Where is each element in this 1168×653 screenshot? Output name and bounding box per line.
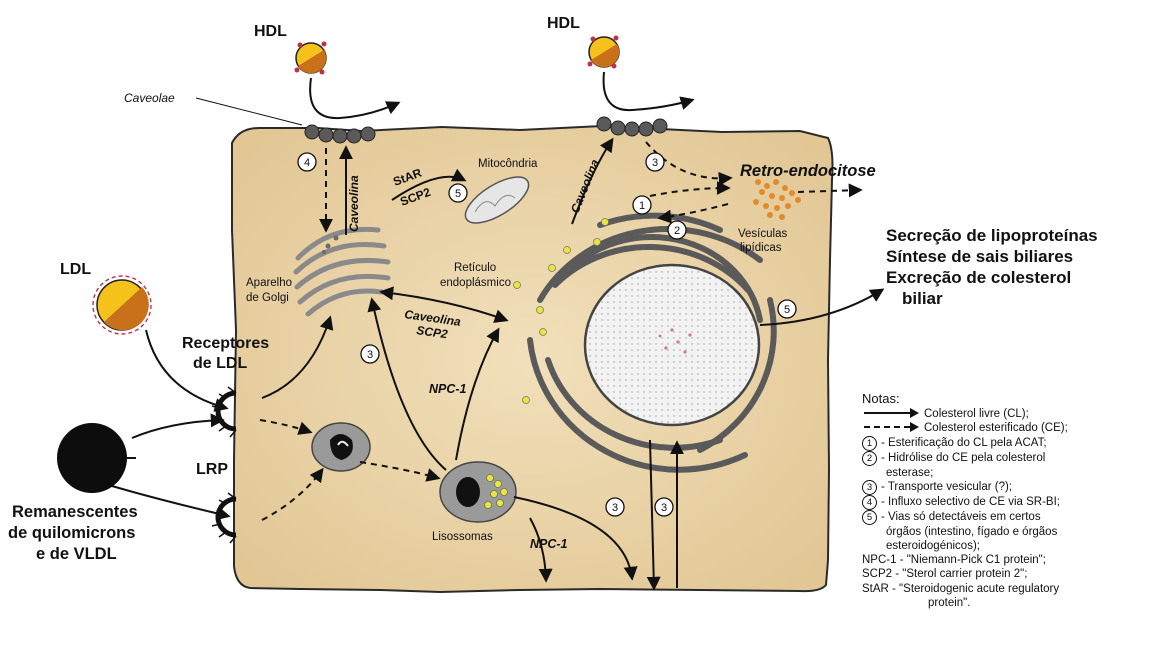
note-item: 3 - Transporte vesicular (?);	[862, 480, 1162, 495]
label-caveolae: Caveolae	[124, 91, 175, 105]
note-number: 1	[862, 436, 877, 451]
label-out-2: Síntese de sais biliares	[886, 247, 1073, 266]
label-ldl: LDL	[60, 261, 91, 278]
remnant-particle	[57, 423, 127, 493]
note-text: - Vias só detectáveis em certos	[881, 510, 1162, 524]
legend-dashed-text: Colesterol esterificado (CE);	[924, 421, 1162, 435]
label-npc1-lower: NPC-1	[530, 537, 568, 551]
hdl-particle-left	[295, 42, 327, 75]
label-npc1-upper: NPC-1	[429, 382, 467, 396]
note-text: - Influxo selectivo de CE via SR-BI;	[881, 495, 1162, 509]
label-reticulo-2: endoplásmico	[440, 277, 511, 289]
label-remanescentes-3: e de VLDL	[36, 545, 117, 563]
legend-dashed-row: Colesterol esterificado (CE);	[862, 421, 1162, 435]
abbr-npc1: NPC-1 - "Niemann-Pick C1 protein";	[862, 553, 1162, 567]
hdl-particle-right	[588, 36, 620, 69]
label-vesiculas-1: Vesículas	[738, 228, 787, 240]
endosome	[312, 423, 370, 471]
abbr-star-continuation: protein".	[862, 596, 1162, 610]
label-out-4: biliar	[902, 289, 943, 308]
note-continuation: órgãos (intestino, fígado e órgãos	[862, 525, 1162, 539]
marker-1: 1	[639, 200, 645, 212]
label-mitocondria: Mitocôndria	[478, 158, 538, 170]
marker-4-golgi: 4	[304, 157, 310, 169]
note-text: - Transporte vesicular (?);	[881, 480, 1162, 494]
label-lrp: LRP	[196, 461, 228, 478]
arrow-hdl-left	[310, 78, 398, 118]
arrow-remnant-to-ldlrec	[132, 420, 222, 438]
note-item: 4 - Influxo selectivo de CE via SR-BI;	[862, 495, 1162, 510]
label-aparelho-1: Aparelho	[246, 277, 292, 289]
note-item: 2 - Hidrólise do CE pela colesterol	[862, 451, 1162, 466]
notes-title: Notas:	[862, 392, 1162, 406]
note-text: - Hidrólise do CE pela colesterol	[881, 451, 1162, 465]
note-number: 2	[862, 451, 877, 466]
notes-legend: Notas: Colesterol livre (CL); Colesterol…	[862, 392, 1162, 610]
label-vesiculas-2: lipídicas	[740, 242, 782, 254]
marker-2: 2	[674, 225, 680, 237]
marker-3-golgi: 3	[367, 349, 373, 361]
note-item: 5 - Vias só detectáveis em certos	[862, 510, 1162, 525]
marker-3-right: 3	[661, 502, 667, 514]
label-receptores-1: Receptores	[182, 335, 269, 352]
label-retro-endocitose: Retro-endocitose	[740, 162, 876, 180]
lysosome	[440, 462, 516, 522]
note-number: 3	[862, 480, 877, 495]
note-number: 4	[862, 495, 877, 510]
arrow-hdl-right	[604, 72, 692, 110]
note-number: 5	[862, 510, 877, 525]
label-receptores-2: de LDL	[193, 355, 247, 372]
note-item: 1 - Esterificação do CL pela ACAT;	[862, 436, 1162, 451]
legend-solid-row: Colesterol livre (CL);	[862, 407, 1162, 421]
label-lisossomas: Lisossomas	[432, 531, 493, 543]
label-hdl-left: HDL	[254, 23, 287, 40]
ldl-receptor-pit	[218, 393, 236, 429]
label-reticulo-1: Retículo	[454, 262, 496, 274]
note-text: - Esterificação do CL pela ACAT;	[881, 436, 1162, 450]
marker-5-mito: 5	[455, 188, 461, 200]
nucleus	[585, 265, 759, 425]
caveolae-pointer	[196, 98, 302, 125]
label-caveolina-left: Caveolina	[347, 175, 361, 232]
marker-5-nucleus: 5	[784, 304, 790, 316]
note-continuation: esteroidogénicos);	[862, 539, 1162, 553]
abbr-scp2: SCP2 - "Sterol carrier protein 2";	[862, 567, 1162, 581]
ldl-particle	[93, 276, 151, 334]
label-remanescentes-2: de quilomicrons	[8, 524, 135, 542]
label-remanescentes-1: Remanescentes	[12, 503, 138, 521]
solid-arrow-icon	[862, 407, 920, 419]
dashed-arrow-icon	[862, 421, 920, 433]
marker-3-lyso: 3	[612, 502, 618, 514]
legend-solid-text: Colesterol livre (CL);	[924, 407, 1162, 421]
label-aparelho-2: de Golgi	[246, 292, 289, 304]
marker-3-hdl: 3	[652, 157, 658, 169]
label-out-1: Secreção de lipoproteínas	[886, 226, 1098, 245]
note-continuation: esterase;	[862, 466, 1162, 480]
label-hdl-right: HDL	[547, 15, 580, 32]
label-out-3: Excreção de colesterol	[886, 268, 1071, 287]
abbr-star: StAR - "Steroidogenic acute regulatory	[862, 582, 1162, 596]
